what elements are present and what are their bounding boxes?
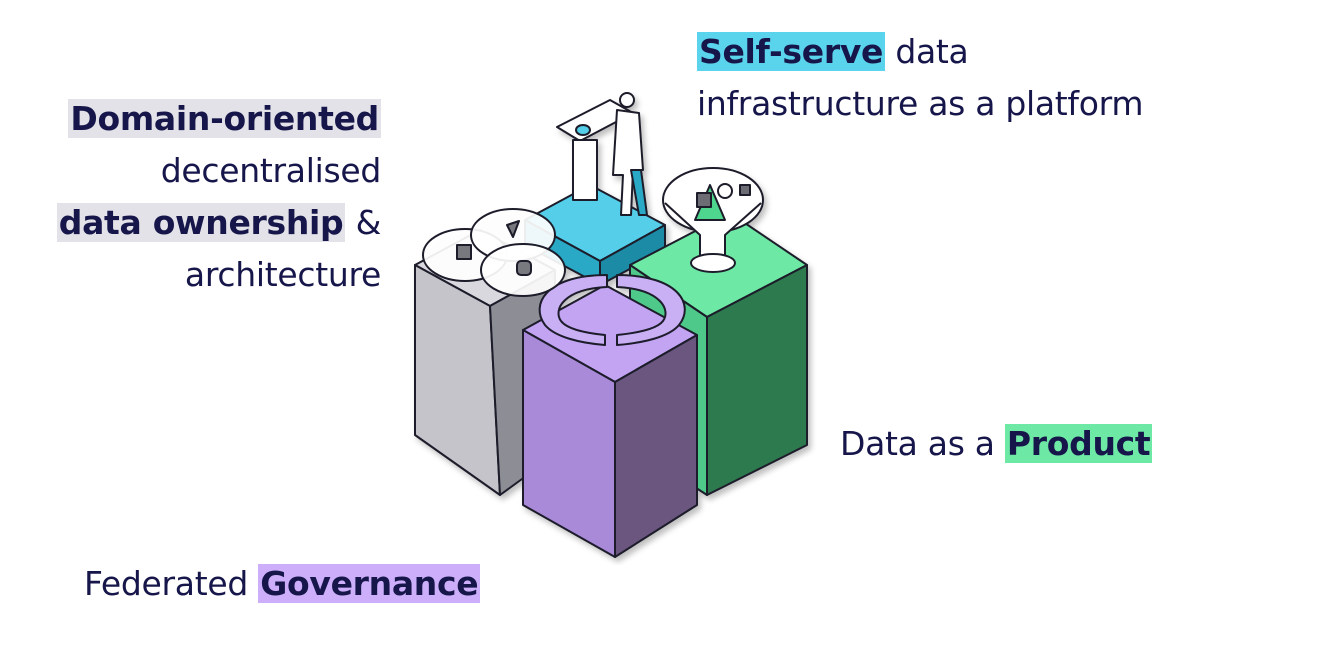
- self-serve-line-2: infrastructure as a platform: [697, 84, 1144, 123]
- venn-domains-icon: [422, 208, 566, 297]
- domain-principle-label: Domain-oriented decentralised data owner…: [46, 93, 381, 301]
- product-highlight: Product: [1004, 424, 1153, 463]
- funnel-icon: [662, 167, 764, 273]
- governance-pillar: [522, 284, 698, 558]
- person-at-whiteboard-icon: [556, 92, 648, 216]
- governance-prefix: Federated: [84, 564, 259, 603]
- domain-highlight: Domain-oriented: [68, 99, 381, 138]
- domain-line-2: decentralised: [160, 151, 382, 190]
- self-serve-highlight: Self-serve: [697, 32, 886, 71]
- self-serve-line-1-rest: data: [885, 32, 969, 71]
- self-serve-principle-label: Self-serve data infrastructure as a plat…: [697, 26, 1143, 130]
- data-mesh-pillars-illustration: [414, 92, 808, 558]
- product-principle-label: Data as a Product: [840, 418, 1153, 470]
- loop-connector-icon: [538, 274, 686, 346]
- governance-highlight: Governance: [258, 564, 481, 603]
- product-prefix: Data as a: [840, 424, 1005, 463]
- domain-line-4: architecture: [184, 255, 381, 294]
- ampersand-text: &: [345, 203, 382, 242]
- data-ownership-highlight: data ownership: [56, 203, 346, 242]
- governance-principle-label: Federated Governance: [84, 558, 481, 610]
